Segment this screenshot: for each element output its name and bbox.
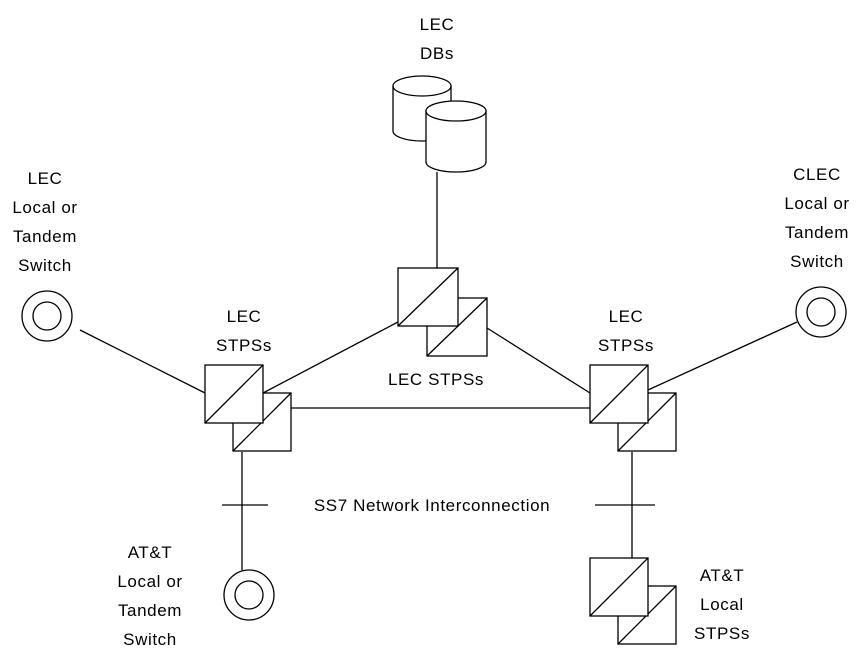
label-line: DBs [420, 44, 454, 63]
center-stp-pair-icon [397, 267, 488, 357]
label-lec-dbs: LEC DBs [420, 15, 455, 63]
right-stp-pair-icon [589, 364, 677, 452]
label-lec-stps-left: LEC STPSs [216, 307, 272, 355]
label-line: STPSs [598, 336, 654, 355]
label-line: LEC [420, 15, 455, 34]
label-line: Tandem [118, 601, 182, 620]
label-line: LEC [227, 307, 262, 326]
label-lec-stps-right: LEC STPSs [598, 307, 654, 355]
clec-switch-icon [795, 286, 847, 338]
label-line: Local or [12, 198, 77, 217]
label-line: LEC [609, 307, 644, 326]
label-line: Local or [117, 572, 182, 591]
label-line: STPSs [694, 624, 750, 643]
label-lec-switch: LEC Local or Tandem Switch [12, 169, 77, 275]
label-line: Tandem [785, 223, 849, 242]
label-line: Local or [784, 194, 849, 213]
connection-lines [79, 172, 798, 570]
label-line: Tandem [13, 227, 77, 246]
label-line: CLEC [793, 165, 841, 184]
label-line: AT&T [700, 566, 745, 585]
att-stp-pair-icon [589, 557, 677, 645]
label-line: LEC [28, 169, 63, 188]
label-att-stps: AT&T Local STPSs [694, 566, 750, 643]
label-line: Switch [790, 252, 844, 271]
label-att-switch: AT&T Local or Tandem Switch [117, 543, 182, 649]
center-stp-to-right-stp-link [486, 327, 591, 394]
lec-switch-to-left-stp-link [79, 329, 206, 394]
label-line: Switch [18, 256, 72, 275]
right-stp-to-clec-switch-link [647, 321, 798, 391]
left-stp-to-center-stp-link [262, 321, 399, 394]
database-cylinders-icon [392, 75, 487, 173]
label-ss7-interconnection: SS7 Network Interconnection [314, 496, 550, 515]
lec-switch-icon [21, 290, 73, 342]
left-stp-pair-icon [204, 364, 292, 452]
label-line: AT&T [128, 543, 173, 562]
att-switch-icon [223, 569, 275, 621]
label-line: Switch [123, 630, 177, 649]
label-lec-stps-center: LEC STPSs [388, 370, 484, 389]
label-line: Local [700, 595, 744, 614]
label-line: STPSs [216, 336, 272, 355]
label-clec-switch: CLEC Local or Tandem Switch [784, 165, 849, 271]
